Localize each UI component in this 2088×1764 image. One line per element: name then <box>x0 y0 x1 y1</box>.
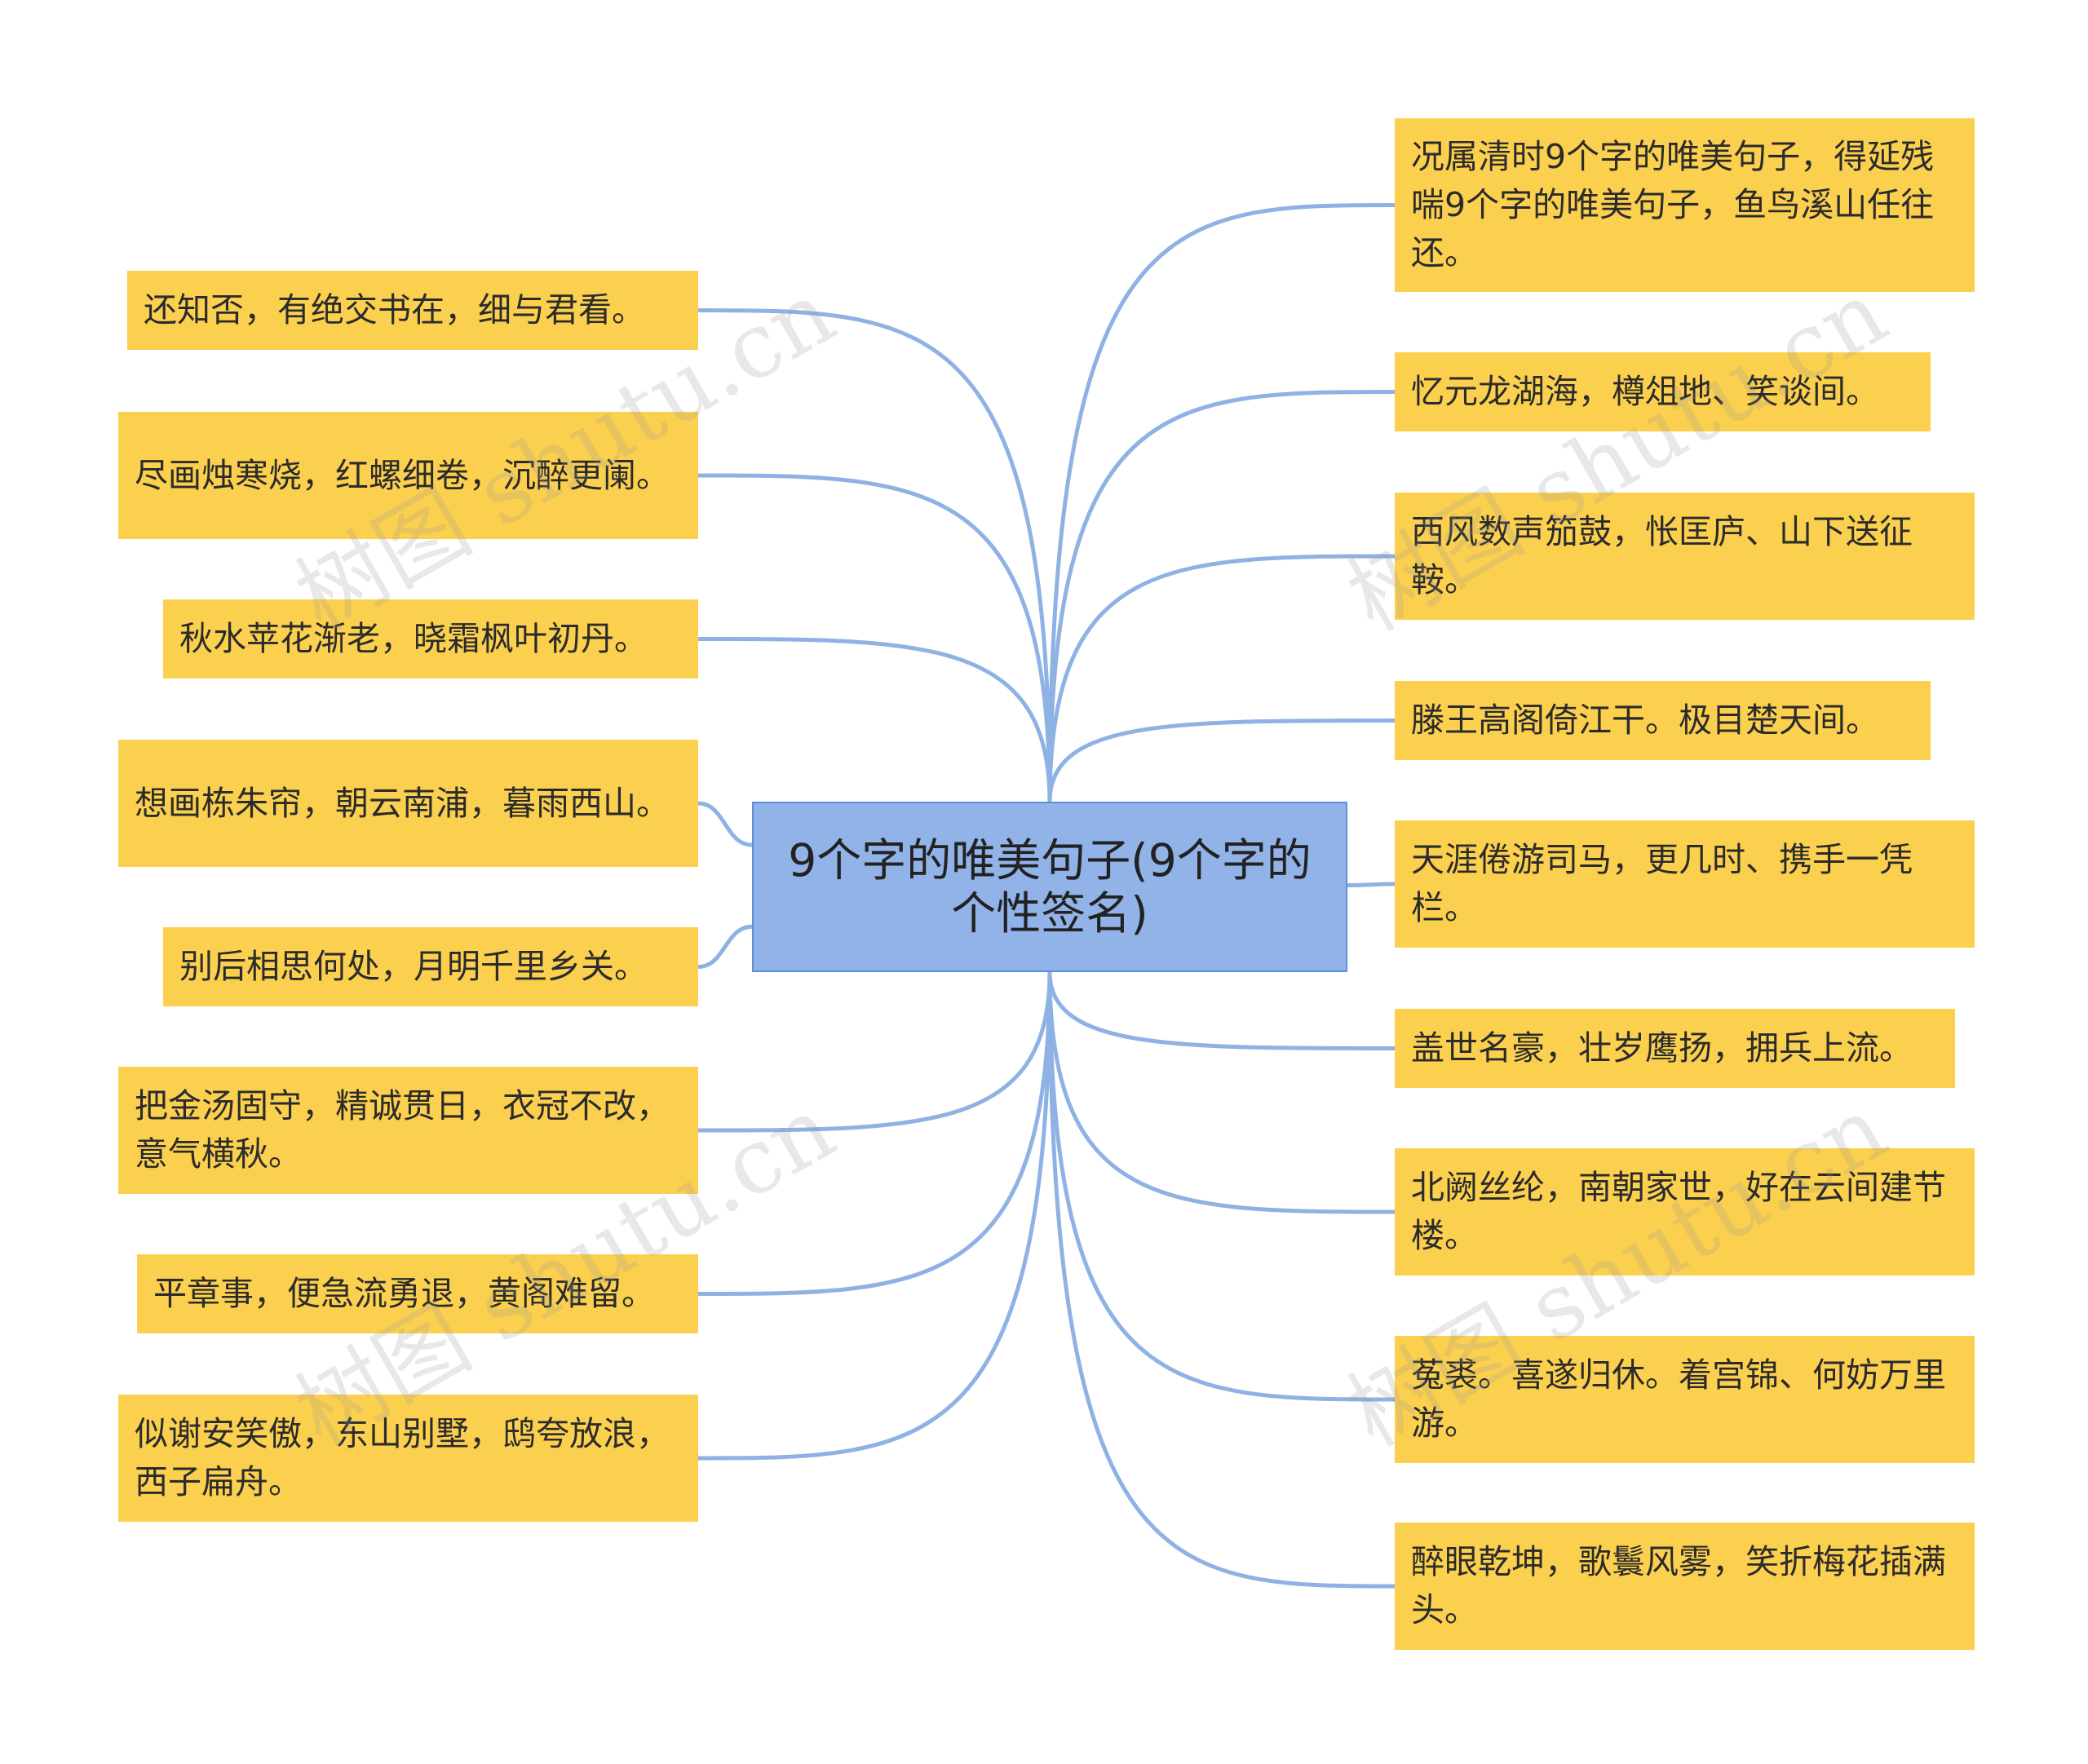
branch-right-6[interactable]: 盖世名豪，壮岁鹰扬，拥兵上流。 <box>1395 1009 1955 1088</box>
connector-line <box>696 637 1052 804</box>
connector-line <box>1047 970 1397 1214</box>
branch-right-5[interactable]: 天涯倦游司马，更几时、携手一凭栏。 <box>1395 820 1975 948</box>
connector-line <box>1345 882 1397 887</box>
branch-right-2[interactable]: 忆元龙湖海，樽俎地、笑谈间。 <box>1395 352 1931 431</box>
branch-label: 滕王高阁倚江干。极目楚天间。 <box>1411 701 1879 740</box>
connector-line <box>1047 970 1397 1589</box>
branch-left-4[interactable]: 想画栋朱帘，朝云南浦，暮雨西山。 <box>118 740 698 867</box>
branch-right-9[interactable]: 醉眼乾坤，歌鬟风雾，笑折梅花插满头。 <box>1395 1523 1975 1650</box>
connector-line <box>696 970 1052 1461</box>
connector-line <box>696 924 754 969</box>
branch-left-8[interactable]: 似谢安笑傲，东山别墅，鸱夸放浪，西子扁舟。 <box>118 1395 698 1522</box>
branch-label: 平章事，便急流勇退，黄阁难留。 <box>153 1274 655 1313</box>
branch-label: 天涯倦游司马，更几时、携手一凭栏。 <box>1411 840 1913 927</box>
connector-line <box>1047 554 1397 804</box>
branch-left-6[interactable]: 把金汤固守，精诚贯日，衣冠不改，意气横秋。 <box>118 1067 698 1194</box>
branch-right-7[interactable]: 北阙丝纶，南朝家世，好在云间建节楼。 <box>1395 1148 1975 1275</box>
connector-line <box>696 970 1052 1133</box>
branch-label: 况属清时9个字的唯美句子，得延残喘9个字的唯美句子，鱼鸟溪山任往还。 <box>1411 137 1935 272</box>
branch-left-3[interactable]: 秋水苹花渐老，晓霜枫叶初丹。 <box>163 599 698 679</box>
branch-label: 秋水苹花渐老，晓霜枫叶初丹。 <box>179 619 648 658</box>
central-topic-label: 9个字的唯美句子(9个字的个性签名) <box>788 833 1312 939</box>
branch-right-4[interactable]: 滕王高阁倚江干。极目楚天间。 <box>1395 681 1931 760</box>
branch-right-3[interactable]: 西风数声笳鼓，怅匡庐、山下送征鞍。 <box>1395 493 1975 620</box>
branch-label: 似谢安笑傲，东山别墅，鸱夸放浪，西子扁舟。 <box>135 1414 670 1501</box>
branch-label: 把金汤固守，精诚贯日，衣冠不改，意气横秋。 <box>135 1086 670 1174</box>
connector-line <box>1047 390 1397 804</box>
branch-label: 北阙丝纶，南朝家世，好在云间建节楼。 <box>1411 1168 1946 1255</box>
branch-label: 还知否，有绝交书在，细与君看。 <box>144 290 645 329</box>
branch-label: 菟裘。喜遂归休。着宫锦、何妨万里游。 <box>1411 1355 1946 1443</box>
connector-line <box>1047 203 1397 804</box>
connector-line <box>1047 970 1397 1402</box>
branch-left-1[interactable]: 还知否，有绝交书在，细与君看。 <box>127 271 698 350</box>
branch-right-8[interactable]: 菟裘。喜遂归休。着宫锦、何妨万里游。 <box>1395 1336 1975 1463</box>
connector-line <box>1047 970 1397 1050</box>
branch-label: 盖世名豪，壮岁鹰扬，拥兵上流。 <box>1411 1028 1913 1068</box>
branch-left-7[interactable]: 平章事，便急流勇退，黄阁难留。 <box>137 1254 698 1333</box>
branch-label: 忆元龙湖海，樽俎地、笑谈间。 <box>1411 372 1879 411</box>
branch-left-5[interactable]: 别后相思何处，月明千里乡关。 <box>163 927 698 1006</box>
branch-label: 别后相思何处，月明千里乡关。 <box>179 947 648 986</box>
branch-label: 西风数声笳鼓，怅匡庐、山下送征鞍。 <box>1411 512 1913 599</box>
branch-label: 尽画烛寒烧，红螺细卷，沉醉更阑。 <box>135 455 670 495</box>
branch-right-1[interactable]: 况属清时9个字的唯美句子，得延残喘9个字的唯美句子，鱼鸟溪山任往还。 <box>1395 118 1975 292</box>
branch-label: 醉眼乾坤，歌鬟风雾，笑折梅花插满头。 <box>1411 1542 1946 1629</box>
connector-line <box>696 801 754 847</box>
connector-line <box>696 308 1052 804</box>
connector-line <box>696 970 1052 1296</box>
connector-line <box>696 473 1052 804</box>
branch-left-2[interactable]: 尽画烛寒烧，红螺细卷，沉醉更阑。 <box>118 412 698 539</box>
branch-label: 想画栋朱帘，朝云南浦，暮雨西山。 <box>135 783 670 823</box>
connector-line <box>1047 718 1397 804</box>
central-topic[interactable]: 9个字的唯美句子(9个字的个性签名) <box>752 802 1347 972</box>
